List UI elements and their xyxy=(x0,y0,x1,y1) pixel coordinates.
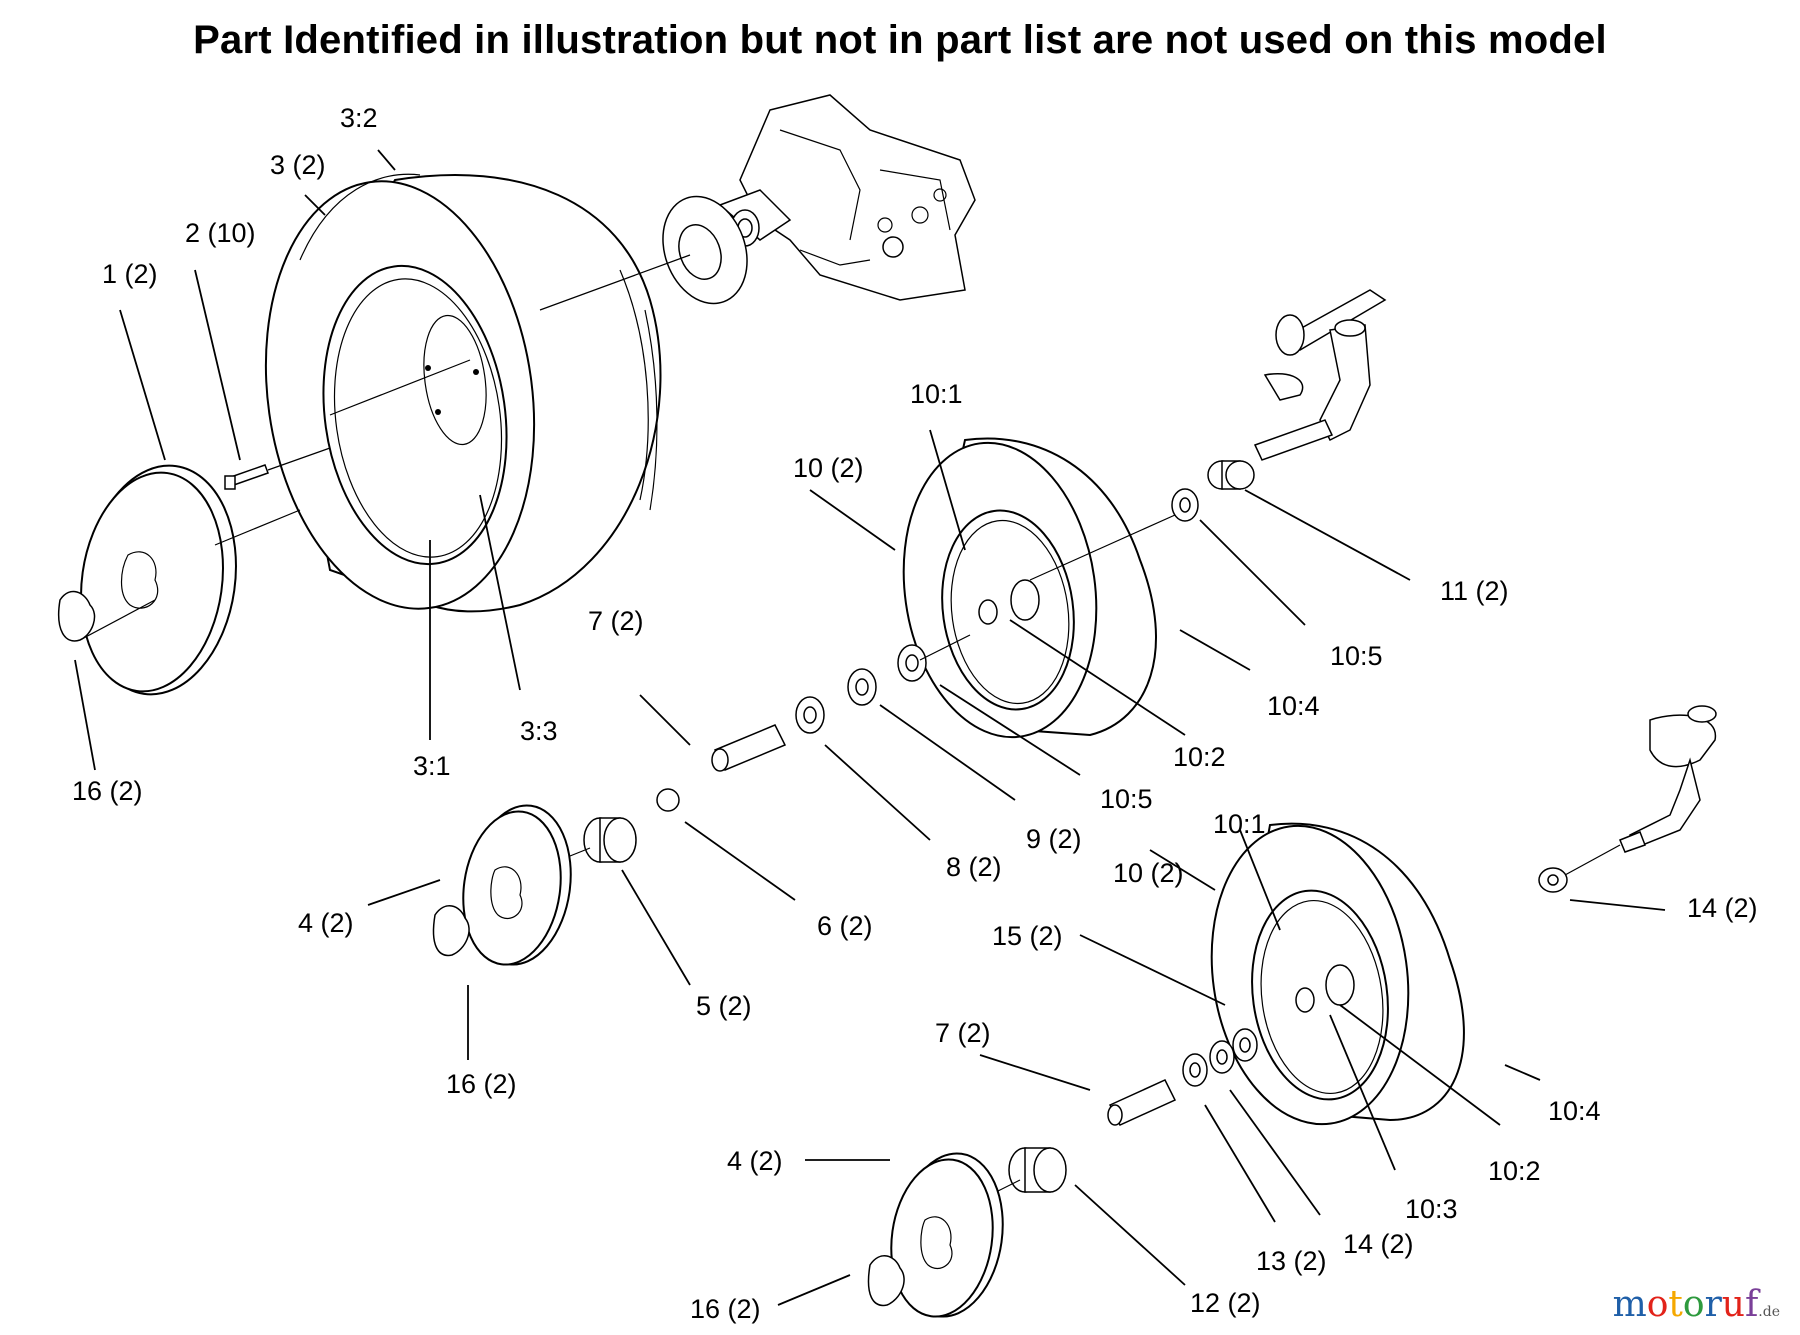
label-2: 2 (10) xyxy=(185,218,256,248)
label-7a: 7 (2) xyxy=(588,606,644,636)
label-3: 3 (2) xyxy=(270,150,326,180)
label-10-5b: 10:5 xyxy=(1100,784,1153,814)
label-14a: 14 (2) xyxy=(1687,893,1758,923)
retainer-ring xyxy=(58,590,96,642)
label-16b: 16 (2) xyxy=(446,1069,517,1099)
label-3-3: 3:3 xyxy=(520,716,558,746)
label-14b: 14 (2) xyxy=(1343,1229,1414,1259)
page-title: Part Identified in illustration but not … xyxy=(193,18,1607,62)
label-10-4b: 10:4 xyxy=(1548,1096,1601,1126)
watermark-letter: r xyxy=(1704,1284,1722,1325)
watermark-letter: t xyxy=(1668,1284,1683,1325)
label-4b: 4 (2) xyxy=(727,1146,783,1176)
front-wheel-lower xyxy=(1210,822,1465,1126)
label-11: 11 (2) xyxy=(1440,576,1509,606)
watermark-letter: m xyxy=(1612,1284,1647,1325)
label-12: 12 (2) xyxy=(1190,1288,1261,1318)
label-10-1b: 10:1 xyxy=(1213,809,1266,839)
watermark-letter: f xyxy=(1744,1284,1759,1325)
label-3-1: 3:1 xyxy=(413,751,451,781)
leader-lines xyxy=(74,149,1666,1306)
lug-bolt xyxy=(224,447,331,490)
label-6: 6 (2) xyxy=(817,911,873,941)
label-10a: 10 (2) xyxy=(793,453,864,483)
rear-wheel-tire xyxy=(264,173,691,613)
spindle-upper xyxy=(1253,289,1387,461)
label-10b: 10 (2) xyxy=(1113,858,1184,888)
label-10-1a: 10:1 xyxy=(910,379,963,409)
label-10-2a: 10:2 xyxy=(1173,742,1226,772)
part-labels: 3:2 3 (2) 2 (10) 1 (2) 16 (2) 3:1 3:3 10… xyxy=(72,103,1758,1324)
watermark-letter: o xyxy=(1682,1284,1705,1325)
transaxle-housing xyxy=(662,94,976,305)
label-10-2b: 10:2 xyxy=(1488,1156,1541,1186)
watermark-letter: u xyxy=(1721,1284,1745,1325)
label-5: 5 (2) xyxy=(696,991,752,1021)
bearing-upper xyxy=(1171,460,1255,522)
watermark-logo: motoruf.de xyxy=(1612,1284,1780,1325)
label-8: 8 (2) xyxy=(946,852,1002,882)
label-7b: 7 (2) xyxy=(935,1018,991,1048)
front-wheel-upper xyxy=(902,437,1176,739)
hub-cap xyxy=(79,464,301,696)
label-13: 13 (2) xyxy=(1256,1246,1327,1276)
label-9: 9 (2) xyxy=(1026,824,1082,854)
label-16a: 16 (2) xyxy=(72,776,143,806)
hub-cap-left xyxy=(432,804,572,966)
spindle-lower xyxy=(1538,705,1717,893)
label-10-3: 10:3 xyxy=(1405,1194,1458,1224)
label-10-5a: 10:5 xyxy=(1330,641,1383,671)
label-1: 1 (2) xyxy=(102,259,158,289)
watermark-letter: o xyxy=(1646,1284,1669,1325)
label-3-2: 3:2 xyxy=(340,103,378,133)
label-16c: 16 (2) xyxy=(690,1294,761,1324)
label-10-4a: 10:4 xyxy=(1267,691,1320,721)
label-4a: 4 (2) xyxy=(298,908,354,938)
label-15: 15 (2) xyxy=(992,921,1063,951)
axle-stack-upper xyxy=(559,634,971,863)
axle-stack-lower xyxy=(959,1028,1258,1211)
hub-cap-lower xyxy=(867,1152,1004,1318)
